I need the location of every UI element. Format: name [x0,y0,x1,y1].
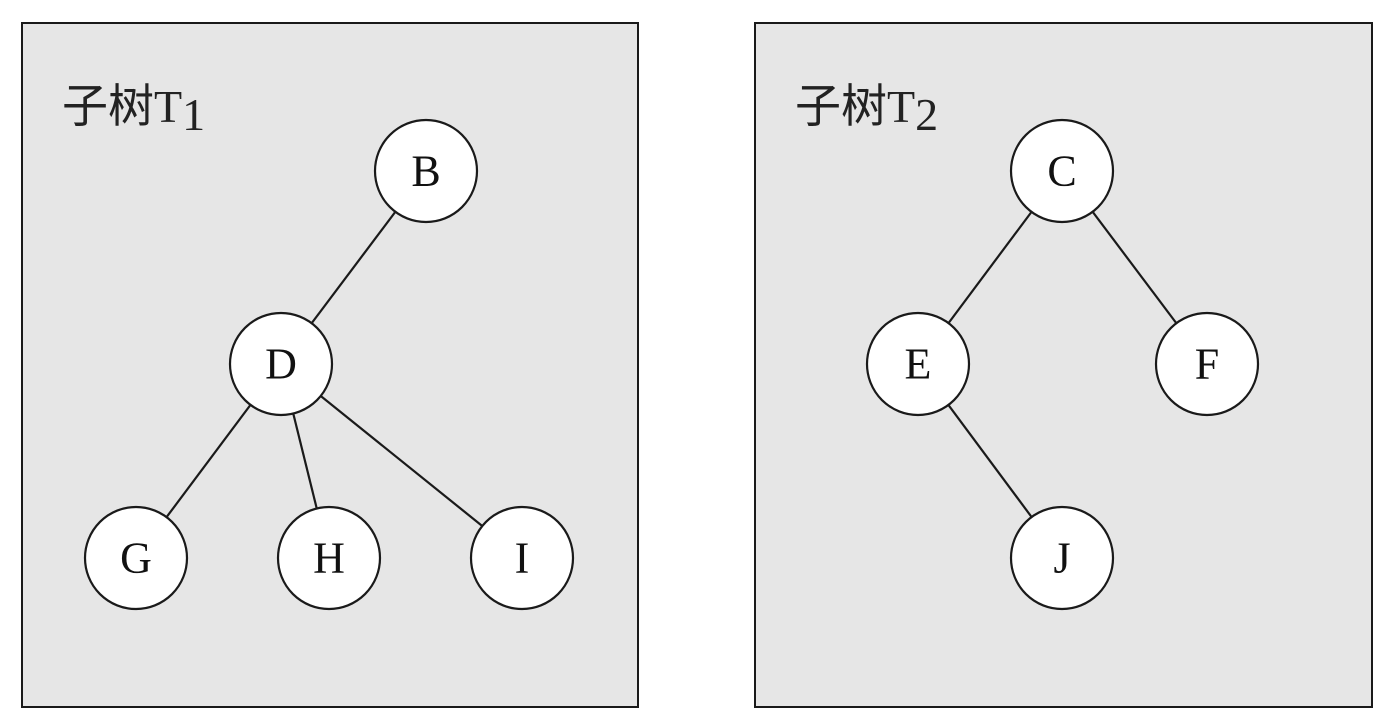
panel-t2-title: 子树T2 [795,79,938,140]
panel-t1-title-subscript: 1 [182,89,205,140]
node-j-circle [1009,505,1115,611]
panel-subtree-t2: 子树T2 C E F J [754,22,1373,708]
panel-t2-nodes: C E F J [865,118,1260,611]
node-h: H [276,505,382,611]
node-g-circle [83,505,189,611]
panel-t2-title-letter: T [887,81,915,132]
node-b-circle [373,118,479,224]
node-f-label: F [1195,340,1219,389]
node-i: I [469,505,575,611]
node-j-label: J [1053,534,1070,583]
node-d: D [228,311,334,417]
node-g: G [83,505,189,611]
node-f: F [1154,311,1260,417]
panel-t2-title-prefix: 子树 [795,79,887,133]
panel-subtree-t1: 子树T1 B D G H [21,22,639,708]
node-b: B [373,118,479,224]
node-i-label: I [515,534,530,583]
node-j: J [1009,505,1115,611]
node-e: E [865,311,971,417]
node-g-label: G [120,534,152,583]
node-c: C [1009,118,1115,224]
panel-t1-title: 子树T1 [62,79,205,140]
panel-t1-nodes: B D G H I [83,118,575,611]
panel-t2-title-subscript: 2 [915,89,938,140]
node-b-label: B [411,147,440,196]
panel-t1-title-prefix: 子树 [62,79,154,133]
node-c-label: C [1047,147,1076,196]
node-h-label: H [313,534,345,583]
node-f-circle [1154,311,1260,417]
node-e-label: E [905,340,932,389]
node-i-circle [469,505,575,611]
node-e-circle [865,311,971,417]
node-h-circle [276,505,382,611]
node-d-label: D [265,340,297,389]
node-c-circle [1009,118,1115,224]
node-d-circle [228,311,334,417]
panel-t1-title-letter: T [154,81,182,132]
